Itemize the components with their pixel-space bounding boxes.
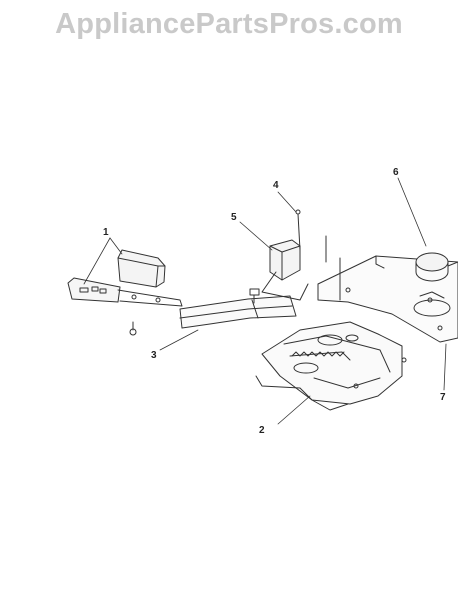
callout-4: 4	[273, 180, 279, 191]
callout-5: 5	[231, 212, 237, 223]
part-3-linkage-arm	[179, 295, 297, 329]
callout-3: 3	[151, 350, 157, 361]
part-6-thermostat	[413, 252, 458, 317]
part-1-knob	[117, 249, 166, 288]
callout-7: 7	[440, 392, 446, 403]
callout-2: 2	[259, 425, 265, 436]
part-5-switch	[261, 239, 309, 301]
screw-arm	[249, 288, 260, 304]
part-7-base-plate	[317, 255, 458, 343]
leader-lines	[83, 177, 447, 425]
part-2-frame	[255, 321, 407, 411]
screw-small	[129, 321, 137, 336]
part-1-bracket	[67, 277, 183, 307]
watermark-text: AppliancePartsPros.com	[55, 8, 403, 40]
callout-1: 1	[103, 227, 109, 238]
callout-6: 6	[393, 167, 399, 178]
